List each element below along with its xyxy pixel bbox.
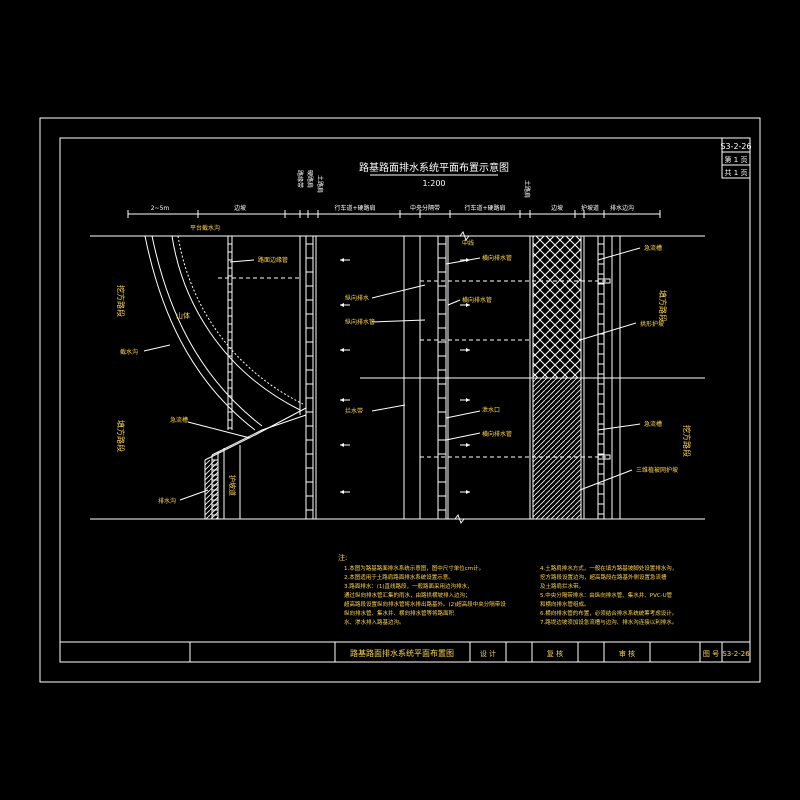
frame-protect-label: 拱形护坡: [640, 320, 664, 328]
outer-frame: [39, 117, 761, 683]
note-line: 挖方路段设置边沟，超高路段在路基外侧设置急流槽: [540, 573, 667, 581]
flow-arrow-head: [340, 303, 344, 307]
drawing-title: 路基路面排水系统平面布置示意图: [359, 161, 509, 174]
turf-protect-label: 三维植被网护坡: [636, 466, 678, 474]
dim-label-vertical: 土路肩: [523, 180, 531, 198]
median-pipe-label: 纵向排水管: [345, 318, 375, 326]
note-line: 7.路堤边坡须加设急流槽与边沟、排水沟连接以利排水。: [540, 618, 677, 626]
note-line: 4.土路肩排水方式，一般在填方路基坡脚处设置排水沟，: [540, 564, 677, 572]
vertical-dim-labels: 路缘带 硬路肩 土路肩 土路肩: [296, 170, 531, 198]
sheet-code: S3-2-26: [720, 142, 751, 151]
flow-arrow-head: [340, 258, 344, 262]
cross-drains: [218, 277, 611, 460]
dim-label: 护坡道: [581, 204, 599, 212]
center-label: 中线: [462, 239, 474, 247]
fill-section-label: 填方路段: [116, 420, 126, 452]
right-fill-section-label: 填方路段: [658, 290, 668, 322]
note-line: 1.本图为路基路面排水系统示意图，图中尺寸单位cm计。: [344, 564, 484, 572]
dim-label-vertical: 土路肩: [316, 175, 324, 193]
title-block: 路基路面排水系统平面布置图 设 计 复 核 审 核 图 号 S3-2-26: [60, 641, 750, 662]
mid-labels: 纵向排水 纵向排水管 拦水带 中线 横向排水管 横向排水管 泄水口 横向排水管: [345, 239, 512, 438]
flow-arrow-head: [466, 303, 470, 307]
cross-drain-label-3: 横向排水管: [482, 430, 512, 438]
dim-label: 行车道+硬路肩: [464, 204, 505, 212]
dim-label: 2~5m: [151, 205, 170, 212]
cut-slope: [144, 235, 304, 431]
flow-arrow-head: [340, 443, 344, 447]
flow-arrow-head: [466, 490, 470, 494]
title-block-no-label: 图 号: [703, 650, 719, 658]
note-line: 和横向排水管组成。: [540, 600, 590, 608]
title-block-review: 复 核: [547, 649, 563, 658]
flow-arrow-head: [466, 348, 470, 352]
curb-label: 拦水带: [345, 407, 363, 415]
dim-label: 行车道+硬路肩: [334, 204, 375, 212]
title-block-no: S3-2-26: [722, 650, 750, 658]
flow-arrow-head: [466, 398, 470, 402]
dim-label: 排水边沟: [610, 204, 634, 212]
dim-label: 中央分隔带: [410, 204, 440, 212]
note-line: 纵向排水管、集水井、横向排水管等将路面积: [344, 609, 455, 617]
dim-label: 边坡: [234, 204, 246, 212]
break-marks: [454, 230, 470, 525]
turf-protection-zone: [532, 377, 582, 520]
side-slope-label: 护坡道: [228, 475, 237, 496]
dim-label-vertical: 硬路肩: [306, 170, 314, 188]
inner-frame: [59, 137, 751, 663]
dim-label: 边坡: [551, 204, 563, 212]
sheet-index-block: S3-2-26 第 1 页 共 1 页: [720, 137, 752, 179]
flow-arrow-head: [340, 490, 344, 494]
notes: 注: 1.本图为路基路面排水系统示意图，图中尺寸单位cm计。 2.本图适用于土路…: [338, 553, 677, 626]
platform-ditch-label: 平台截水沟: [190, 224, 220, 232]
frame-protection-zone: [532, 235, 582, 379]
drawing-scale: 1:200: [422, 179, 445, 188]
chute-label-right-1: 急流槽: [644, 244, 662, 252]
dimension-line: [127, 210, 661, 218]
chute-label-right-2: 急流槽: [644, 420, 662, 428]
title-block-design: 设 计: [480, 649, 496, 658]
right-cut-section-label: 挖方路段: [682, 425, 692, 457]
note-line: 3.路面排水：(1)直线路段，一般路面采用边沟排水，: [344, 582, 473, 590]
right-labels: 急流槽 填方路段 拱形护坡 急流槽 挖方路段 三维植被网护坡: [636, 244, 692, 474]
median-drain-label: 纵向排水: [345, 294, 369, 302]
note-line: 水、渗水排入路基边沟。: [344, 618, 405, 626]
title-block-approve: 审 核: [619, 649, 635, 658]
cut-section-label: 挖方路段: [116, 285, 126, 317]
mountain-label: 山体: [176, 311, 190, 320]
flow-arrows: [340, 258, 470, 494]
note-line: 及土路肩拦水带。: [540, 582, 584, 590]
fill-slope: [204, 407, 307, 519]
cross-drain-label-2: 横向排水管: [462, 296, 492, 304]
note-line: 6.横向排水管的布置，必须结合排水系统统筹考虑设计。: [540, 609, 677, 617]
note-line: 2.本图适用于土路肩路面排水系统设置示意。: [344, 573, 454, 581]
sheet-total: 共 1 页: [725, 168, 748, 177]
dim-labels: 2~5m 边坡 行车道+硬路肩 中央分隔带 行车道+硬路肩 边坡 护坡道 排水边…: [151, 204, 634, 212]
leader-lines: [143, 247, 641, 501]
drain-ditch-label: 排水沟: [158, 497, 176, 505]
pipe-label: 路面边缘管: [258, 256, 288, 264]
cross-drain-label-1: 横向排水管: [482, 254, 512, 262]
outlet-label: 泄水口: [482, 406, 500, 414]
note-line: 通过纵向排水管汇集的雨水，由路拱横坡排入边沟；: [344, 591, 471, 599]
flow-arrow-head: [466, 443, 470, 447]
flow-arrow-head: [340, 348, 344, 352]
intercept-ditch-label: 截水沟: [120, 348, 138, 356]
sheet-no: 第 1 页: [725, 155, 748, 164]
notes-heading: 注:: [338, 553, 347, 562]
note-line: 超高路段设置纵向排水管将水排出路基外。(2)超高段中央分隔带设: [344, 600, 506, 608]
chute-label: 急流槽: [170, 416, 188, 424]
flow-arrow-head: [340, 398, 344, 402]
left-labels: 挖方路段 填方路段 平台截水沟 山体 截水沟 急流槽 排水沟 护坡道 路面边缘管: [116, 224, 288, 505]
title-block-name: 路基路面排水系统平面布置图: [350, 648, 454, 658]
note-line: 5.中央分隔带排水：由纵向排水管、集水井、PVC-U管: [540, 591, 673, 599]
dim-label-vertical: 路缘带: [296, 170, 304, 188]
